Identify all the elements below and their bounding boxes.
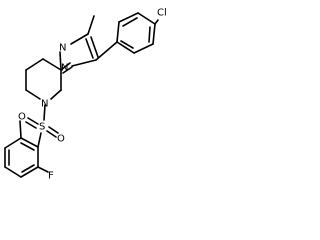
n-s-bond [43,104,46,121]
sulfonyl-bonds [25,117,59,138]
tolyl-methyl-bond [19,120,22,139]
methyl-bond [87,15,95,35]
atom-label-n3: N [41,99,48,110]
piperidine-ring [25,58,62,100]
atom-label-cl: Cl [157,8,167,19]
imidazole-ring [59,33,99,74]
s-aryl-bond [37,132,42,148]
chemical-structure: N N N S O O F Cl [0,0,174,185]
chlorophenyl-ring [95,12,159,61]
c-f-bond [37,166,49,173]
molecule-drawing: N N N S O O F Cl [4,8,167,182]
atom-label-n2: N [61,63,68,74]
atom-label-o1: O [57,134,65,145]
fluorotolyl-ring [4,137,39,178]
atom-label-s: S [39,122,45,133]
atom-label-n1: N [59,43,66,54]
atom-label-f: F [48,171,54,182]
atom-label-o2: O [18,112,26,123]
